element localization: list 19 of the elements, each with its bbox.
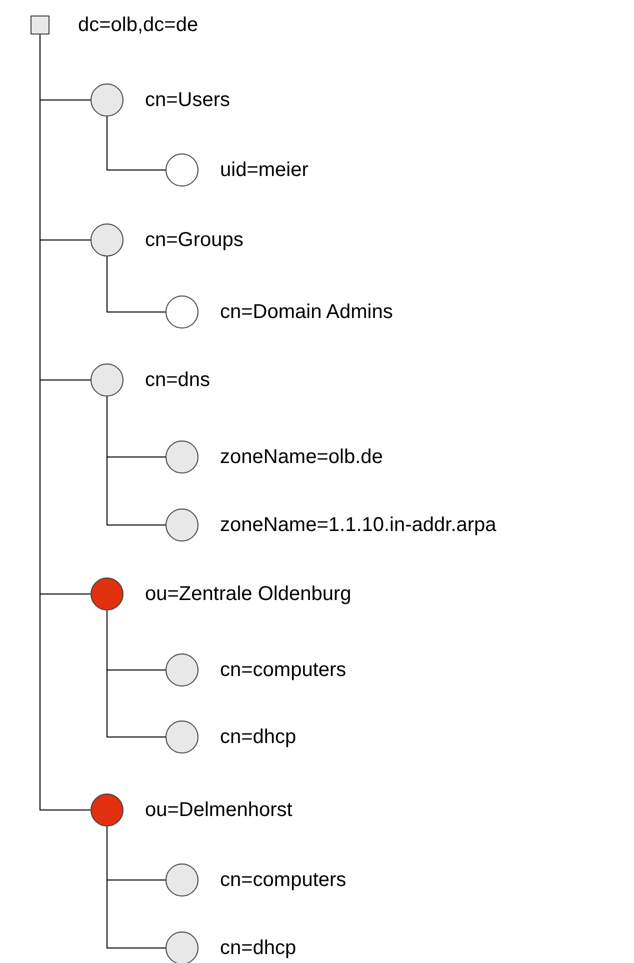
tree-connector — [106, 116, 166, 170]
node-label: zoneName=olb.de — [220, 445, 383, 469]
node-label: cn=Users — [145, 88, 230, 112]
node-label: ou=Zentrale Oldenburg — [145, 582, 352, 606]
node-label: ou=Delmenhorst — [145, 798, 292, 822]
tree-connector — [106, 610, 166, 738]
node-label: cn=computers — [220, 658, 346, 682]
node-label: zoneName=1.1.10.in-addr.arpa — [220, 513, 496, 537]
node-label: cn=computers — [220, 868, 346, 892]
node-label: cn=Domain Admins — [220, 300, 393, 324]
node-label: cn=dns — [145, 368, 210, 392]
node-label: cn=Groups — [145, 228, 244, 252]
tree-connector — [106, 256, 166, 312]
node-label: uid=meier — [220, 158, 308, 182]
node-label: dc=olb,dc=de — [78, 13, 198, 37]
node-label: cn=dhcp — [220, 936, 296, 960]
tree-connector — [106, 396, 166, 526]
tree-connector — [106, 826, 166, 948]
node-label: cn=dhcp — [220, 725, 296, 749]
